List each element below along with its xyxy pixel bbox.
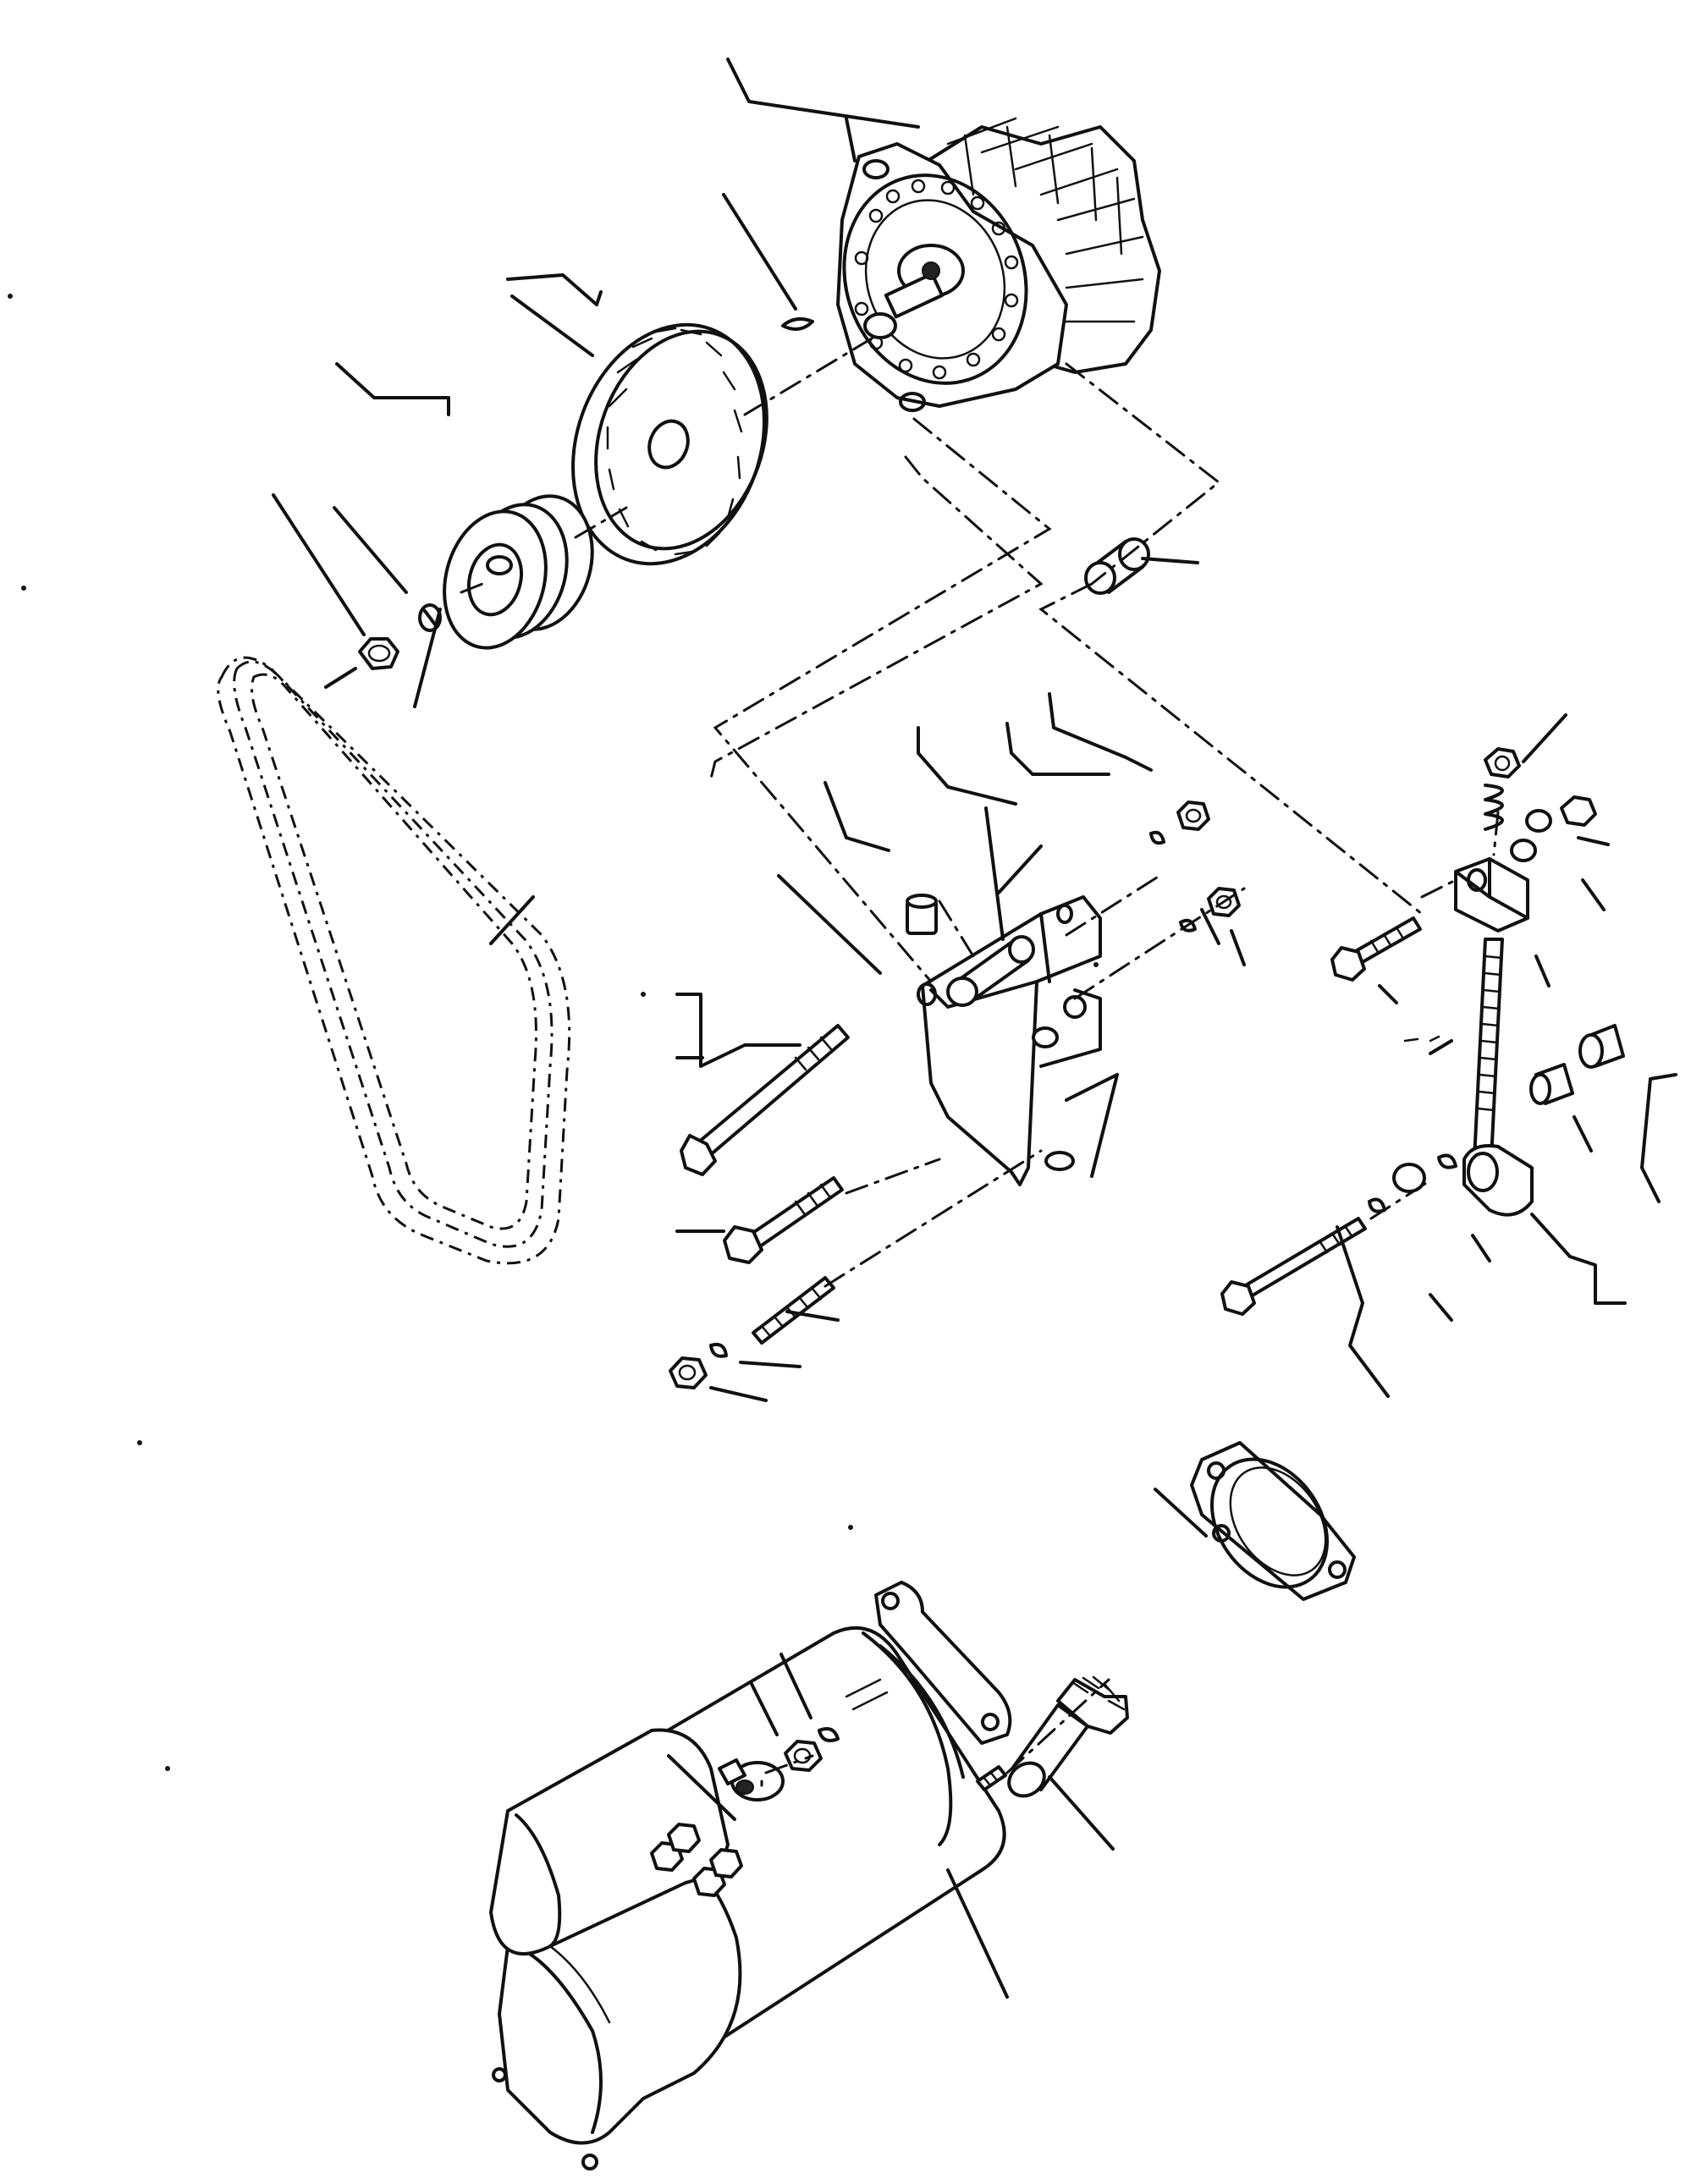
starter-nut (784, 1740, 823, 1772)
adjuster-top-nut (1484, 747, 1521, 778)
long-bolt-middle (723, 1176, 844, 1264)
v-belt (217, 656, 571, 1265)
adjuster-lock-washer-b (1437, 1153, 1457, 1169)
upper-nut (1176, 800, 1210, 831)
bracket-bushing (906, 894, 938, 935)
upper-lock-washer (1149, 830, 1165, 845)
alternator-shaft (863, 244, 965, 339)
adjuster-bushing-large (1578, 1024, 1625, 1069)
shaft-key (781, 316, 814, 331)
stud-lock-washer (709, 1342, 728, 1358)
starter-front-flange (874, 1581, 1012, 1745)
adjuster-washer-a (1510, 839, 1537, 862)
stud-nut (669, 1356, 708, 1389)
bracket-washer-upper (1032, 1026, 1059, 1048)
starter-mounting-flange (1190, 1441, 1356, 1601)
scan-marks (8, 294, 1440, 1771)
adjuster-bushing-small (1529, 1063, 1574, 1105)
starter-pinion (1007, 1675, 1129, 1798)
assembly-centerlines (460, 337, 1500, 1787)
adjuster-eye (1462, 1144, 1534, 1217)
adjuster-lock-washer-a (1368, 1197, 1386, 1213)
adjuster-bolt (1330, 916, 1422, 982)
adjuster-top-spring (1484, 784, 1504, 831)
mounting-bracket (917, 895, 1102, 1186)
alternator-cooling-fins (912, 117, 1161, 374)
bracket-washer-lower (1044, 1151, 1075, 1171)
starter-motor (489, 1581, 1012, 2170)
alternator-fan (571, 322, 768, 566)
adjuster-block (1454, 857, 1529, 932)
stud (752, 1276, 835, 1345)
long-bolt-upper (680, 1024, 850, 1176)
alternator-pulley (443, 494, 594, 650)
alternator-vent-holes (854, 179, 1019, 380)
adjuster-long-bolt (1220, 1217, 1367, 1316)
adjuster-side-washer (1525, 809, 1552, 833)
pulley-nut (358, 637, 399, 670)
adjuster-threaded-rod (1473, 938, 1504, 1161)
starter-terminal-nuts (650, 1823, 743, 1897)
callout-leaders (272, 58, 1677, 1999)
alternator (836, 117, 1161, 412)
starter-lock-washer (818, 1727, 840, 1742)
adjuster-flat-washer (1392, 1163, 1426, 1193)
adjuster-side-nut (1560, 795, 1597, 827)
